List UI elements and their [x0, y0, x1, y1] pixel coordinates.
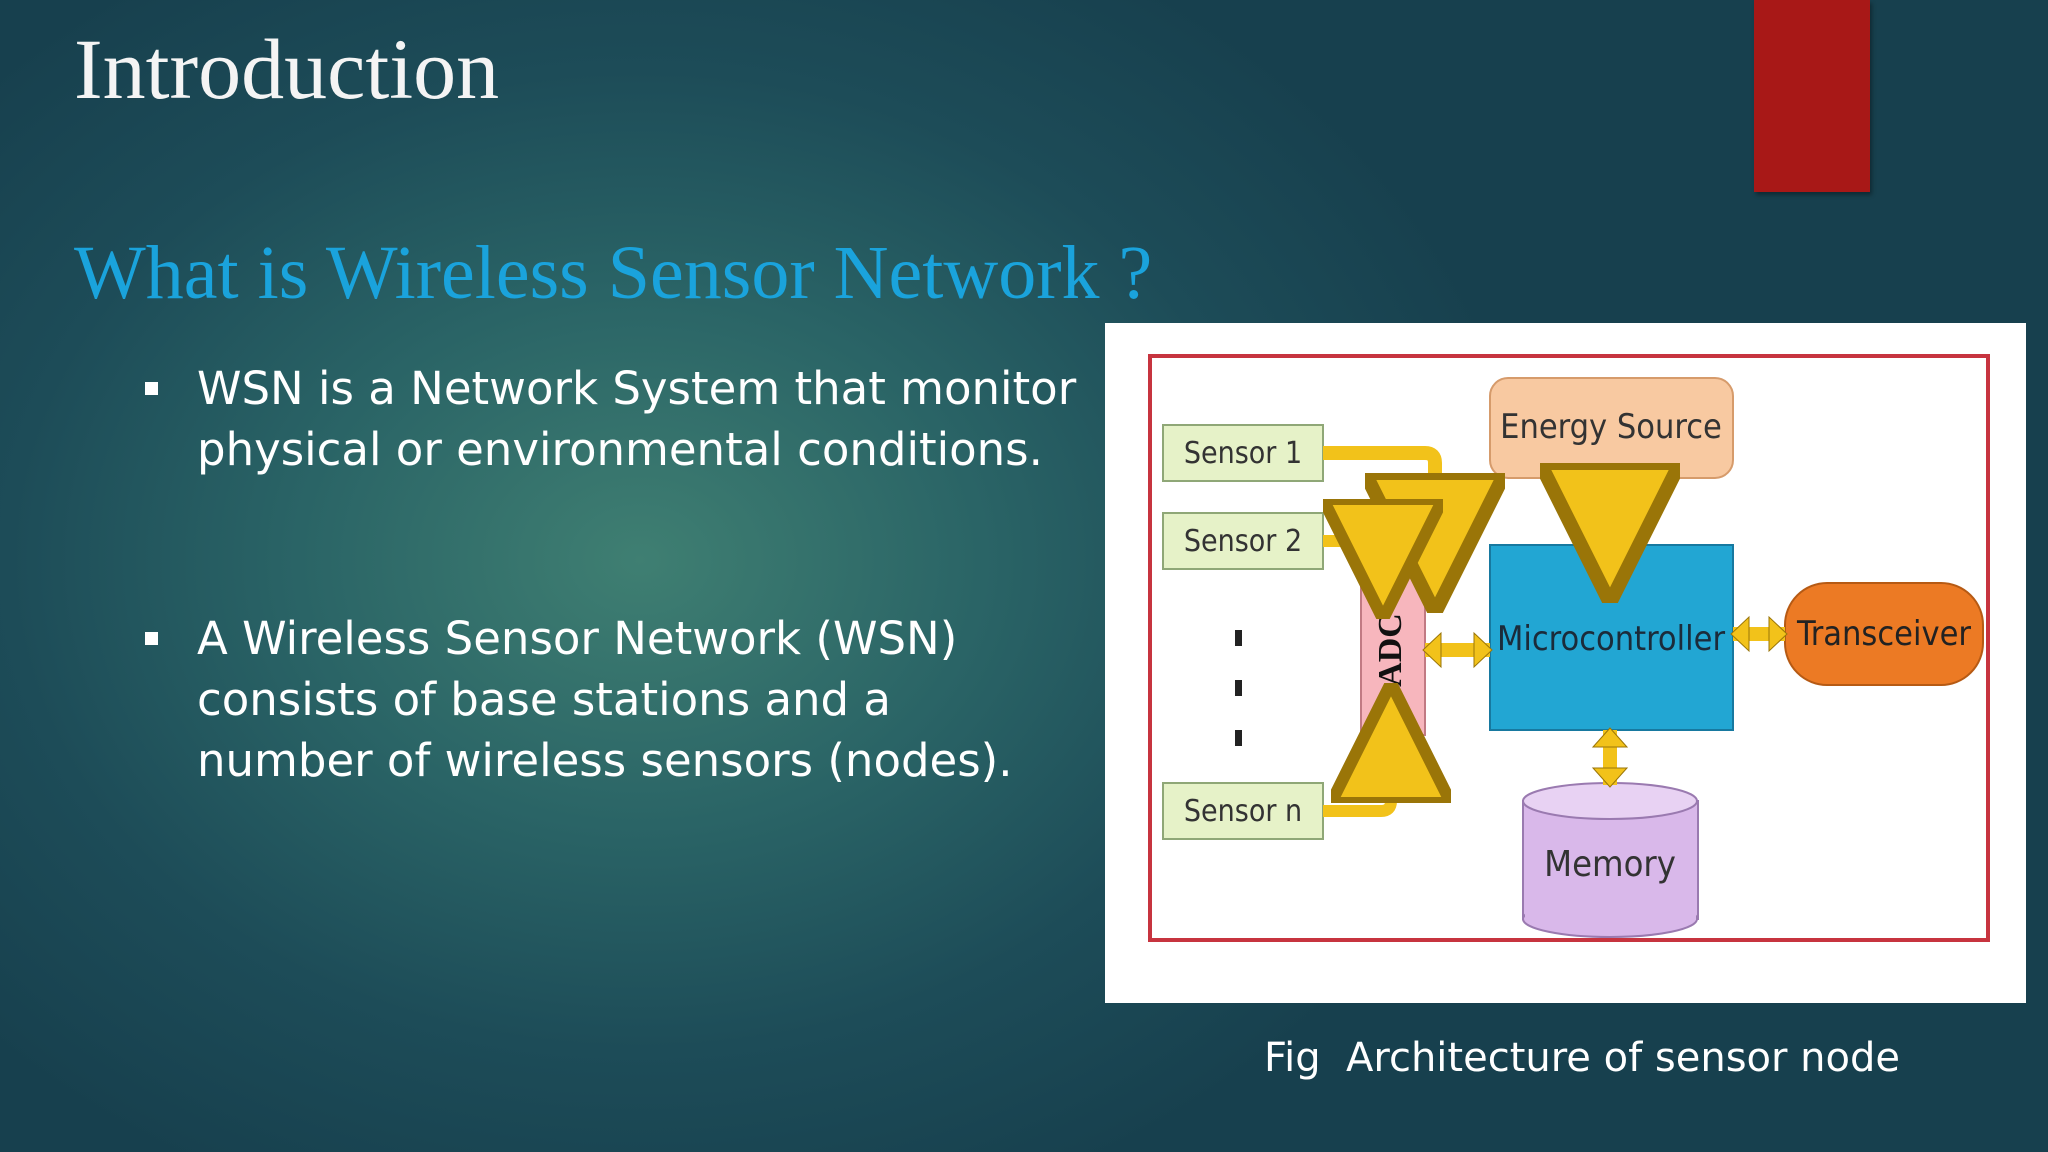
- memory-cylinder: Memory: [1522, 782, 1699, 938]
- bullet-square-icon: [145, 382, 158, 395]
- sensor-1-box: Sensor 1: [1162, 424, 1324, 482]
- sensor-n-label: Sensor n: [1184, 794, 1302, 829]
- arrow-sensor-2-to-adc: [1323, 541, 1383, 559]
- transceiver-box: Transceiver: [1784, 582, 1984, 686]
- sensor-1-label: Sensor 1: [1184, 436, 1302, 471]
- sensor-node-architecture-figure: Sensor 1 Sensor 2 Sensor n ADC Energy So…: [1105, 323, 2026, 1003]
- sensor-ellipsis: [1235, 630, 1242, 746]
- bullet-text: WSN is a Network System that monitor phy…: [197, 362, 1077, 476]
- bullet-text: A Wireless Sensor Network (WSN) consists…: [197, 612, 1013, 787]
- sensor-n-box: Sensor n: [1162, 782, 1324, 840]
- adc-label: ADC: [1372, 613, 1409, 687]
- microcontroller-box: Microcontroller: [1489, 544, 1734, 731]
- slide-title: Introduction: [74, 21, 500, 117]
- slide-subtitle: What is Wireless Sensor Network ?: [74, 231, 1153, 315]
- microcontroller-label: Microcontroller: [1497, 619, 1726, 659]
- arrows: [1323, 446, 1788, 817]
- memory-label: Memory: [1544, 844, 1676, 885]
- energy-source-box: Energy Source: [1489, 377, 1734, 479]
- arrow-sensor-n-to-adc: [1323, 743, 1391, 817]
- energy-source-label: Energy Source: [1500, 407, 1722, 447]
- transceiver-label: Transceiver: [1796, 614, 1971, 654]
- arrow-sensor-1-to-adc: [1323, 446, 1435, 543]
- accent-bar: [1754, 0, 1870, 192]
- bullet-list: WSN is a Network System that monitor phy…: [140, 358, 1080, 919]
- architecture-diagram: Sensor 1 Sensor 2 Sensor n ADC Energy So…: [1148, 354, 1990, 942]
- sensor-2-box: Sensor 2: [1162, 512, 1324, 570]
- sensor-2-label: Sensor 2: [1184, 524, 1302, 559]
- bullet-item: WSN is a Network System that monitor phy…: [140, 358, 1080, 480]
- bullet-square-icon: [145, 632, 158, 645]
- bullet-item: A Wireless Sensor Network (WSN) consists…: [140, 608, 1080, 791]
- figure-caption: Fig Architecture of sensor node: [1264, 1035, 1900, 1081]
- adc-box: ADC: [1360, 564, 1426, 736]
